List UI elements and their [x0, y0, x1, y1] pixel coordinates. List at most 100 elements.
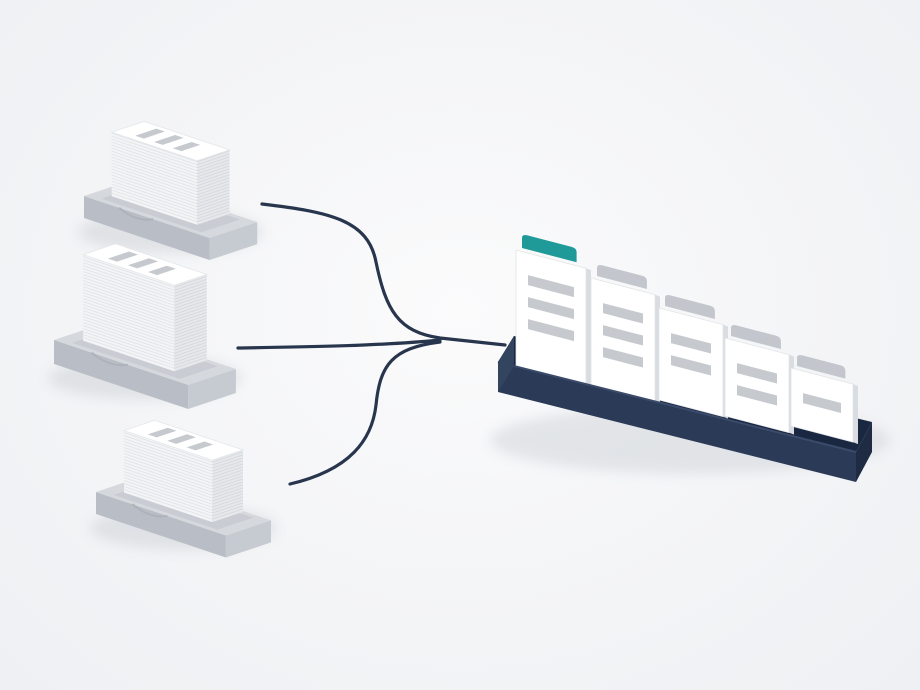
sheet-edge	[196, 165, 230, 178]
text-line	[528, 297, 574, 320]
sheet-edge	[212, 451, 244, 463]
sheet-edge	[174, 326, 207, 339]
gray-tab	[597, 264, 647, 289]
text-line	[147, 265, 176, 276]
sheet-edge	[212, 469, 244, 481]
sheet-edge	[111, 162, 198, 193]
sheet-edge	[82, 295, 175, 327]
sheet-edge	[123, 465, 213, 496]
sheet-edge	[111, 177, 198, 208]
sheet-edge	[111, 165, 198, 196]
tray-front-left	[96, 492, 226, 558]
sheet-edge	[196, 174, 230, 187]
sheet-edge	[82, 328, 175, 360]
sheet-edge	[174, 341, 207, 354]
sheet-edge	[196, 162, 230, 175]
sheet-edge	[212, 472, 244, 484]
sheet-edge	[111, 189, 198, 220]
tray-notch	[118, 207, 154, 221]
card-group	[515, 234, 858, 445]
sheet-edge	[123, 486, 213, 517]
sheet-edge	[174, 299, 207, 312]
sheet-edge	[82, 337, 175, 369]
sheet-edge	[174, 329, 207, 342]
sheet-edge	[174, 281, 207, 294]
sheet-edge	[82, 280, 175, 312]
text-line	[135, 128, 165, 139]
sheet-edge	[82, 262, 175, 294]
sheet-edge	[82, 286, 175, 318]
tray-front-left	[54, 340, 189, 409]
sheet-edge	[123, 447, 213, 478]
sheet-edge	[82, 283, 175, 315]
cable-3	[288, 340, 442, 486]
sheet-edge	[174, 296, 207, 309]
sheet-edge	[82, 277, 175, 309]
sheet-edge	[212, 487, 244, 499]
sheet-edge	[82, 325, 175, 357]
text-line	[528, 275, 574, 298]
sheet-edge	[174, 320, 207, 333]
sheet-edge	[196, 168, 230, 181]
tray-front-right	[209, 222, 258, 261]
tray-notch	[90, 351, 128, 367]
sheet-edge	[82, 334, 175, 366]
sheet-edge	[212, 460, 244, 472]
index-card-5	[790, 354, 858, 445]
text-line	[671, 355, 711, 376]
sheet-edge	[82, 319, 175, 351]
sheet-edge	[123, 474, 213, 505]
sheet-edge	[82, 265, 175, 297]
sheet-edge	[111, 156, 198, 187]
sheet-edge	[123, 489, 213, 520]
sheet-edge	[82, 298, 175, 330]
sheet-edge	[123, 444, 213, 475]
accent-tab	[522, 234, 577, 263]
sheet-edge	[111, 153, 198, 184]
text-line	[167, 434, 196, 444]
output-rack	[490, 234, 890, 482]
sheet-edge	[196, 159, 230, 172]
sheet-edge	[174, 290, 207, 303]
sheet-edge	[174, 314, 207, 327]
sheet-edge	[82, 310, 175, 342]
sheet-edge	[212, 478, 244, 490]
sheet-edge	[212, 466, 244, 478]
sheet-edge	[174, 323, 207, 336]
input-tray-stack-middle	[47, 243, 242, 409]
stack-side-right	[174, 274, 207, 372]
rack-left-cap	[498, 336, 514, 392]
sheet-edge	[123, 471, 213, 502]
sheet-edge	[174, 284, 207, 297]
sheet-edge	[82, 256, 175, 288]
sheet-edge	[212, 496, 244, 508]
sheet-edge	[196, 207, 230, 220]
tray-front-right	[188, 369, 236, 409]
sheet-edge	[111, 135, 198, 166]
input-tray-stack-bottom	[90, 419, 277, 558]
rack-rim	[497, 361, 857, 453]
sheet-edge	[123, 477, 213, 508]
text-line	[603, 303, 643, 324]
tray-front-left	[84, 196, 210, 261]
sheet-edge	[196, 198, 230, 211]
sheet-edge	[123, 462, 213, 493]
sheet-edge	[174, 347, 207, 360]
sheet-edge	[82, 301, 175, 333]
cable-1	[260, 202, 507, 347]
sheet-edge	[212, 475, 244, 487]
sheet-edge	[111, 141, 198, 172]
sheet-edge	[174, 344, 207, 357]
input-tray-stack-top	[78, 120, 264, 261]
sheet-edge	[196, 186, 230, 199]
gray-tab	[797, 354, 846, 379]
sheet-edge	[196, 192, 230, 205]
text-line	[186, 441, 214, 451]
sheet-edge	[212, 508, 244, 520]
card-face	[724, 337, 790, 434]
sheet-edge	[123, 453, 213, 484]
sheet-edge	[174, 278, 207, 291]
sheet-edge	[111, 174, 198, 205]
sheet-edge	[196, 171, 230, 184]
sheet-edge	[212, 502, 244, 514]
